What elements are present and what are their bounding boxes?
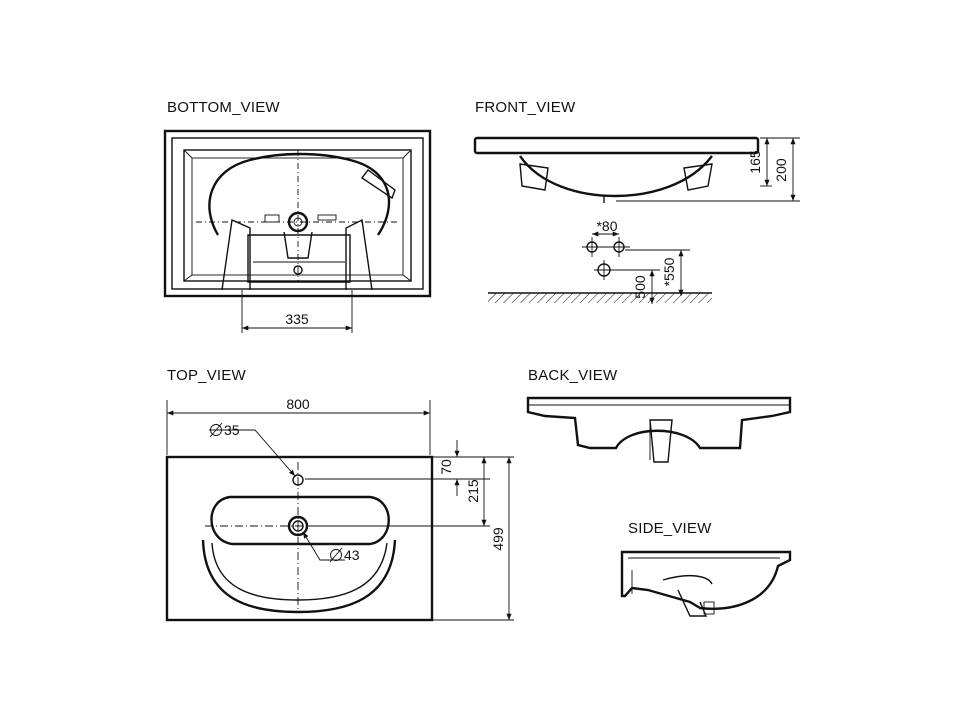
back-view-label: BACK_VIEW	[528, 367, 618, 384]
dim-front-165: 165	[747, 150, 763, 174]
dim-tap-offset: 70	[438, 459, 454, 475]
dim-drain-offset: 215	[465, 479, 481, 503]
dim-bottom-width: 335	[285, 311, 309, 327]
dim-drain-height: 500	[632, 275, 648, 299]
bottom-view-drawing	[163, 129, 432, 333]
dim-tap-hole: 35	[224, 422, 240, 438]
bottom-view-label: BOTTOM_VIEW	[167, 99, 280, 116]
dim-top-width: 800	[286, 396, 310, 412]
dim-front-200: 200	[773, 158, 789, 182]
side-view-drawing	[620, 550, 792, 617]
dim-drain-hole: 43	[344, 547, 360, 563]
back-view-drawing	[526, 396, 792, 463]
front-view-drawing	[473, 136, 800, 304]
side-view-label: SIDE_VIEW	[628, 520, 712, 537]
dim-depth: 499	[490, 527, 506, 551]
top-view-drawing	[165, 400, 514, 622]
front-view-label: FRONT_VIEW	[475, 99, 576, 116]
top-view-label: TOP_VIEW	[167, 367, 246, 384]
dim-tap-height: *550	[661, 257, 677, 286]
dim-tap-spacing: *80	[596, 218, 617, 234]
